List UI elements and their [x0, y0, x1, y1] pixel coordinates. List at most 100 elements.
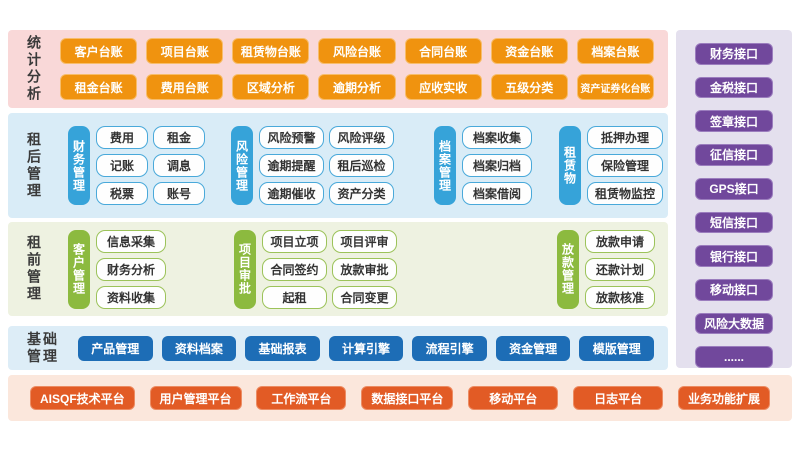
- post-lease-section-label: 租后管理: [8, 132, 60, 200]
- item-repayment-plan: 还款计划: [585, 257, 655, 281]
- group-finance-mgmt: 财务管理 费用 租金 记账 调息 税票 账号: [68, 126, 205, 205]
- archive-mgmt-tab-text: 档案管理: [437, 139, 452, 192]
- item-overdue-reminder: 逾期提醒: [259, 154, 324, 177]
- stats-item-fee-ledger: 费用台账: [146, 74, 224, 100]
- interface-signature: 签章接口: [695, 110, 773, 133]
- finance-mgmt-tab: 财务管理: [68, 126, 90, 205]
- group-risk-mgmt: 风险管理 风险预警 风险评级 逾期提醒 租后巡检 逾期催收 资产分类: [231, 126, 394, 205]
- item-loan-application: 放款申请: [585, 229, 655, 253]
- base-item-basic-report: 基础报表: [245, 335, 320, 361]
- main-content-column: 统计分析 客户台账 项目台账 租赁物台账 风险台账 合同台账 资金台账 档案台账…: [8, 30, 668, 370]
- base-item-workflow-engine: 流程引擎: [412, 335, 487, 361]
- stats-item-abs-ledger: 资产证券化台账: [576, 74, 654, 100]
- base-item-template-mgmt: 模版管理: [579, 335, 655, 361]
- stats-item-overdue-analysis: 逾期分析: [318, 74, 396, 100]
- project-approval-items: 项目立项 项目评审 合同签约 放款审批 起租 合同变更: [262, 229, 397, 309]
- item-archive-collect: 档案收集: [462, 126, 532, 149]
- group-loan-mgmt: 放款管理 放款申请 还款计划 放款核准: [557, 229, 655, 309]
- customer-mgmt-tab-text: 客户管理: [71, 243, 86, 295]
- platform-item-mobile: 移动平台: [468, 386, 559, 410]
- section-post-lease: 租后管理 财务管理 费用 租金 记账 调息 税票 账号 风险管理 风险预警 风险…: [8, 113, 668, 218]
- pre-lease-section-label: 租前管理: [8, 235, 60, 303]
- base-item-material-archive: 资料档案: [161, 335, 237, 361]
- item-archive-borrow: 档案借阅: [462, 182, 532, 205]
- section-stats-analysis: 统计分析 客户台账 项目台账 租赁物台账 风险台账 合同台账 资金台账 档案台账…: [8, 30, 668, 108]
- section-pre-lease: 租前管理 客户管理 信息采集 财务分析 资料收集 项目审批 项目立项 项目评审 …: [8, 222, 668, 316]
- platform-item-workflow: 工作流平台: [256, 386, 347, 410]
- stats-item-contract-ledger: 合同台账: [404, 38, 482, 64]
- leased-asset-items: 抵押办理 保险管理 租赁物监控: [587, 126, 663, 205]
- interface-golden-tax: 金税接口: [695, 76, 773, 99]
- archive-mgmt-items: 档案收集 档案归档 档案借阅: [462, 126, 532, 205]
- item-account-no: 账号: [153, 182, 205, 205]
- item-overdue-collection: 逾期催收: [259, 182, 324, 205]
- section-interfaces: 财务接口 金税接口 签章接口 征信接口 GPS接口 短信接口 银行接口 移动接口…: [676, 30, 792, 369]
- base-mgmt-section-label-text: 基础管理: [27, 330, 59, 365]
- item-leased-asset-monitor: 租赁物监控: [587, 182, 663, 205]
- item-rent: 租金: [153, 126, 205, 149]
- interface-sms: 短信接口: [695, 211, 773, 234]
- interface-gps: GPS接口: [695, 177, 773, 200]
- stats-item-archive-ledger: 档案台账: [576, 38, 654, 64]
- risk-mgmt-tab: 风险管理: [231, 126, 253, 205]
- finance-mgmt-items: 费用 租金 记账 调息 税票 账号: [96, 126, 205, 205]
- pre-lease-groups: 客户管理 信息采集 财务分析 资料收集 项目审批 项目立项 项目评审 合同签约 …: [60, 229, 668, 309]
- interface-bank: 银行接口: [695, 245, 773, 267]
- item-loan-approval: 放款审批: [332, 257, 397, 281]
- loan-mgmt-tab-text: 放款管理: [560, 243, 575, 295]
- interface-finance: 财务接口: [695, 43, 773, 65]
- interface-risk-bigdata: 风险大数据: [695, 312, 773, 335]
- stats-item-risk-ledger: 风险台账: [318, 38, 396, 64]
- item-fee: 费用: [96, 126, 148, 149]
- customer-mgmt-tab: 客户管理: [68, 229, 90, 309]
- stats-item-five-level-classification: 五级分类: [490, 74, 568, 100]
- archive-mgmt-tab: 档案管理: [434, 126, 456, 205]
- platform-item-user-mgmt: 用户管理平台: [149, 386, 242, 410]
- stats-item-rent-ledger: 租金台账: [60, 74, 138, 100]
- item-financial-analysis: 财务分析: [96, 257, 166, 281]
- interface-mobile: 移动接口: [695, 278, 773, 301]
- project-approval-tab: 项目审批: [234, 229, 256, 309]
- item-post-lease-inspection: 租后巡检: [329, 154, 394, 177]
- pre-lease-section-label-text: 租前管理: [26, 235, 42, 303]
- stats-item-customer-ledger: 客户台账: [60, 38, 138, 64]
- interface-more: ......: [695, 346, 773, 369]
- platform-item-business-extension: 业务功能扩展: [677, 386, 770, 410]
- stats-grid: 客户台账 项目台账 租赁物台账 风险台账 合同台账 资金台账 档案台账 租金台账…: [60, 38, 668, 100]
- post-lease-section-label-text: 租后管理: [26, 131, 42, 200]
- item-contract-change: 合同变更: [332, 285, 397, 309]
- item-info-collect: 信息采集: [96, 229, 166, 253]
- base-item-fund-mgmt: 资金管理: [495, 335, 571, 361]
- item-project-initiation: 项目立项: [262, 229, 327, 253]
- base-item-calc-engine: 计算引擎: [328, 335, 404, 361]
- stats-item-receivable-received: 应收实收: [404, 74, 482, 100]
- interface-credit: 征信接口: [695, 144, 773, 166]
- item-material-collect: 资料收集: [96, 285, 166, 309]
- item-risk-warning: 风险预警: [259, 126, 324, 149]
- post-lease-groups: 财务管理 费用 租金 记账 调息 税票 账号 风险管理 风险预警 风险评级 逾期…: [60, 126, 668, 205]
- item-archive-file: 档案归档: [462, 154, 532, 177]
- stats-section-label-text: 统计分析: [26, 35, 42, 103]
- item-mortgage-handling: 抵押办理: [587, 126, 663, 149]
- loan-mgmt-items: 放款申请 还款计划 放款核准: [585, 229, 655, 309]
- base-mgmt-items: 产品管理 资料档案 基础报表 计算引擎 流程引擎 资金管理 模版管理: [78, 335, 668, 361]
- platform-item-log: 日志平台: [573, 386, 664, 410]
- loan-mgmt-tab: 放款管理: [557, 229, 579, 309]
- item-tax-invoice: 税票: [96, 182, 148, 205]
- stats-item-leased-asset-ledger: 租赁物台账: [232, 38, 310, 64]
- item-bookkeeping: 记账: [96, 154, 148, 177]
- item-rate-adjust: 调息: [153, 154, 205, 177]
- item-risk-rating: 风险评级: [329, 126, 394, 149]
- base-item-product-mgmt: 产品管理: [78, 335, 153, 361]
- risk-mgmt-items: 风险预警 风险评级 逾期提醒 租后巡检 逾期催收 资产分类: [259, 126, 394, 205]
- item-contract-signing: 合同签约: [262, 257, 327, 281]
- platform-item-aisqf: AISQF技术平台: [30, 386, 135, 410]
- section-platform: AISQF技术平台 用户管理平台 工作流平台 数据接口平台 移动平台 日志平台 …: [8, 375, 792, 421]
- item-project-review: 项目评审: [332, 229, 397, 253]
- stats-item-region-analysis: 区域分析: [232, 74, 310, 100]
- stats-section-label: 统计分析: [8, 35, 60, 103]
- base-mgmt-section-label: 基础管理: [8, 331, 78, 366]
- stats-item-fund-ledger: 资金台账: [490, 38, 568, 64]
- project-approval-tab-text: 项目审批: [237, 243, 252, 295]
- customer-mgmt-items: 信息采集 财务分析 资料收集: [96, 229, 166, 309]
